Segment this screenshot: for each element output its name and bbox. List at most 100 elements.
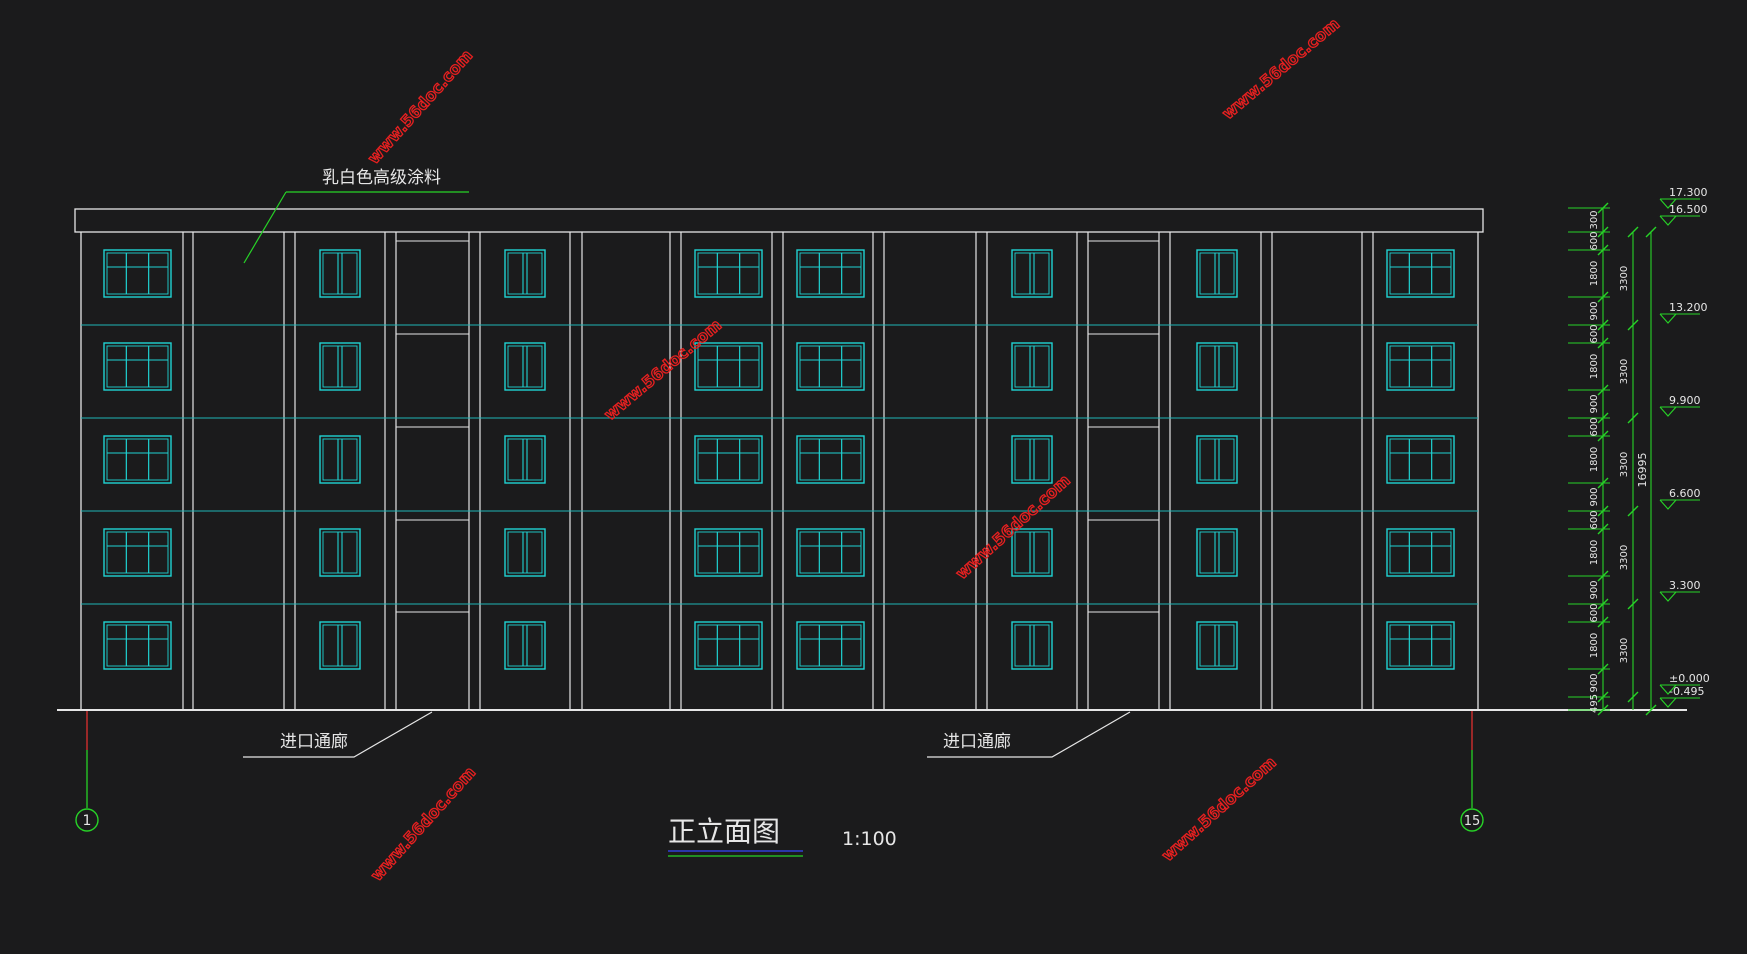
dim-segment-label-5: 1800 [1589,354,1600,379]
window-inner-frame [322,252,358,295]
elevation-mark-3: 9.900 [1659,394,1701,417]
window-frame [319,249,361,298]
window-r2-c1 [319,435,361,484]
window-r3-c5 [1011,528,1053,577]
window-inner-frame [697,345,760,388]
elevation-label: 3.300 [1669,579,1701,592]
elevation-mark-4: 6.600 [1659,487,1701,510]
dim-floor-label-4: 3300 [1619,638,1630,663]
window-inner-frame [1199,438,1235,481]
dim-segment-label-4: 600 [1589,324,1600,343]
window-r4-c6 [1196,621,1238,670]
window-inner-frame [1014,438,1050,481]
window-frame [796,528,865,577]
window-frame [504,342,546,391]
window-frame [694,435,763,484]
window-r0-c6 [1196,249,1238,298]
window-frame [1196,621,1238,670]
window-r4-c3 [694,621,763,670]
dim-total-label: 16995 [1636,453,1649,488]
window-frame [694,528,763,577]
window-r2-c6 [1196,435,1238,484]
window-r1-c4 [796,342,865,391]
window-r3-c0 [103,528,172,577]
elevation-label: -0.495 [1669,685,1704,698]
dim-tick-13 [1597,598,1609,610]
window-r1-c6 [1196,342,1238,391]
dim-segment-label-8: 1800 [1589,447,1600,472]
dim-floor-tick-3 [1627,505,1639,517]
window-r0-c4 [796,249,865,298]
window-frame [319,342,361,391]
window-r2-c2 [504,435,546,484]
window-frame [796,435,865,484]
window-frame [103,435,172,484]
dim-floor-tick-4 [1627,598,1639,610]
entrance-left-leader [243,711,433,758]
window-frame [796,621,865,670]
window-r4-c1 [319,621,361,670]
dim-tick-6 [1597,384,1609,396]
window-inner-frame [1014,624,1050,667]
window-r1-c7 [1386,342,1455,391]
window-inner-frame [322,438,358,481]
window-frame [103,342,172,391]
dim-tick-16 [1597,691,1609,703]
window-frame [504,249,546,298]
elevation-label: 6.600 [1669,487,1701,500]
window-inner-frame [799,438,862,481]
dim-tick-11 [1597,523,1609,535]
dim-floor-tick-1 [1627,319,1639,331]
window-r1-c0 [103,342,172,391]
window-r2-c7 [1386,435,1455,484]
window-inner-frame [106,438,169,481]
window-inner-frame [1389,252,1452,295]
window-inner-frame [1199,252,1235,295]
axis-label-right: 15 [1464,814,1481,829]
elevation-label: 17.300 [1669,186,1708,199]
window-inner-frame [1199,531,1235,574]
dim-segment-label-10: 600 [1589,510,1600,529]
window-frame [319,435,361,484]
elevation-mark-0: 17.300 [1659,186,1708,209]
window-r0-c0 [103,249,172,298]
finish-note-label: 乳白色高级涂料 [322,168,441,188]
window-inner-frame [106,531,169,574]
window-frame [694,249,763,298]
window-frame [319,528,361,577]
window-frame [103,249,172,298]
window-frame [1196,249,1238,298]
window-inner-frame [1389,345,1452,388]
window-r1-c5 [1011,342,1053,391]
window-inner-frame [1014,252,1050,295]
dim-tick-1 [1597,226,1609,238]
window-frame [1196,342,1238,391]
window-r4-c5 [1011,621,1053,670]
window-r3-c4 [796,528,865,577]
dim-floor-label-2: 3300 [1619,452,1630,477]
dim-floor-tick-2 [1627,412,1639,424]
window-frame [1386,249,1455,298]
window-inner-frame [507,252,543,295]
window-inner-frame [799,252,862,295]
elevation-mark-7: -0.495 [1659,685,1704,708]
window-inner-frame [697,438,760,481]
dim-tick-9 [1597,477,1609,489]
finish-note-leader [243,191,287,264]
window-r3-c6 [1196,528,1238,577]
dim-tick-17 [1597,704,1609,716]
elevation-marks: 17.30016.50013.2009.9006.6003.300±0.000-… [1659,186,1710,708]
window-frame [694,621,763,670]
dim-segment-label-3: 900 [1589,301,1600,320]
dim-tick-10 [1597,505,1609,517]
window-frame [1011,621,1053,670]
window-r0-c1 [319,249,361,298]
window-frame [1196,435,1238,484]
dim-floor-tick-0 [1627,226,1639,238]
entrance-left-label: 进口通廊 [280,732,348,752]
dim-tick-5 [1597,337,1609,349]
window-frame [1011,435,1053,484]
window-r4-c0 [103,621,172,670]
window-frame [504,435,546,484]
elevation-label: 9.900 [1669,394,1701,407]
